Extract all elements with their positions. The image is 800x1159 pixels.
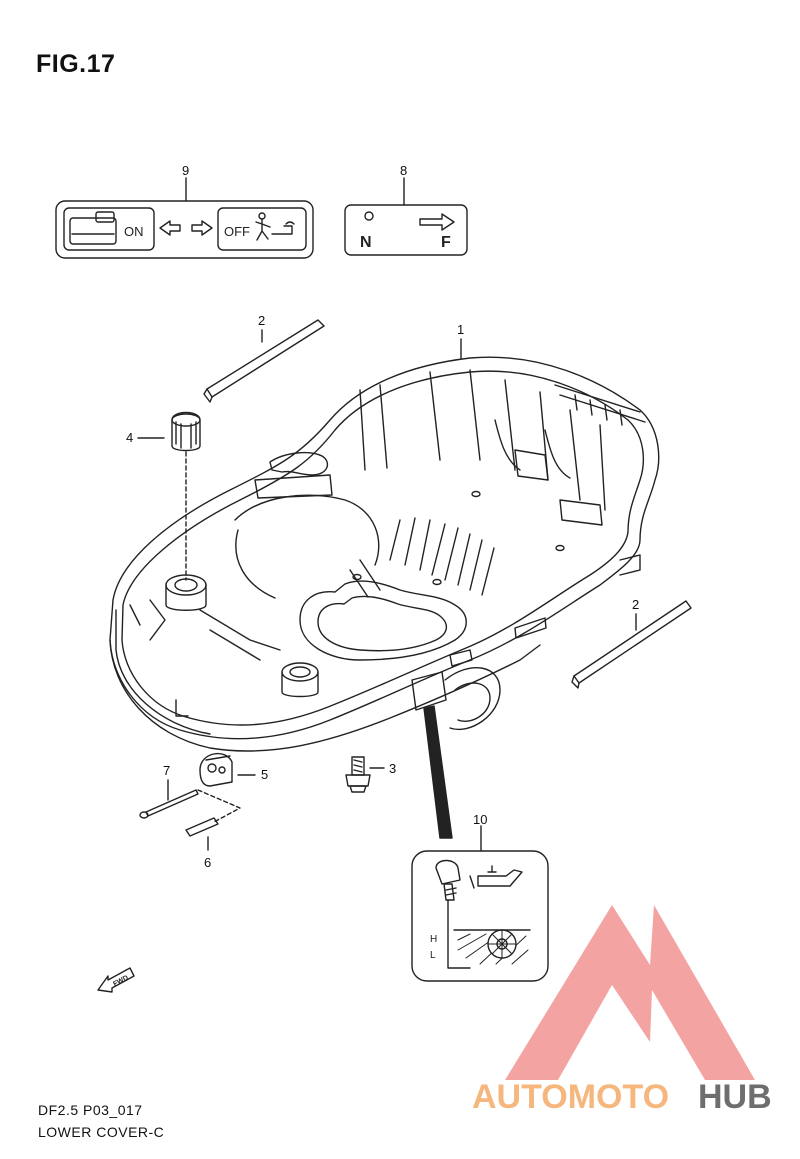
cotter-pin-part-7 [139, 779, 199, 819]
on-text: ON [124, 224, 144, 239]
callout-5: 5 [261, 767, 269, 782]
leader-arrow-to-part-10 [423, 705, 453, 839]
callout-4: 4 [126, 430, 134, 445]
watermark-triangle-shape [505, 905, 755, 1080]
callout-6: 6 [204, 855, 212, 870]
clamp-part-5 [199, 752, 256, 787]
off-text: OFF [224, 224, 250, 239]
watermark-text-automoto: AUTOMOTO [472, 1078, 669, 1116]
grommet-part-4 [137, 411, 201, 581]
watermark-text-hub: HUB [698, 1078, 772, 1116]
diagram-caption: LOWER COVER-C [38, 1124, 165, 1140]
dipstick-icon [435, 859, 471, 969]
oil-can-icon [469, 865, 523, 889]
f-text: F [441, 234, 451, 251]
h-level-text: H [430, 934, 437, 945]
watermark-logo [505, 905, 755, 1080]
forward-arrow-icon: FWD [97, 967, 135, 993]
person-pump-icon [255, 212, 295, 241]
gear-icon [487, 929, 517, 959]
callout-9: 9 [182, 163, 190, 178]
lower-cover-body [109, 338, 660, 752]
n-text: N [360, 234, 372, 251]
callout-10: 10 [473, 812, 488, 827]
callout-7: 7 [163, 763, 171, 778]
callout-8: 8 [400, 163, 408, 178]
seal-strip-upper [203, 319, 325, 403]
callout-3: 3 [389, 761, 397, 776]
label-8-neutral-forward-decal: N F [344, 177, 468, 256]
figure-title: FIG.17 [36, 50, 116, 78]
seal-strip-right [571, 600, 692, 689]
bolt-part-3 [345, 756, 385, 793]
callout-2-right: 2 [632, 597, 640, 612]
arrow-right-icon [419, 213, 455, 231]
callout-1: 1 [457, 322, 465, 337]
callout-2-upper: 2 [258, 313, 266, 328]
diagram-code: DF2.5 P03_017 [38, 1102, 143, 1118]
double-arrow-icon [159, 220, 213, 236]
l-level-text: L [430, 950, 436, 961]
pin-part-6 [185, 789, 241, 851]
fuel-tank-icon [69, 211, 117, 245]
label-9-on-off-decal: ON OFF [55, 177, 314, 259]
label-10-oil-level-decal: H L [411, 825, 549, 982]
